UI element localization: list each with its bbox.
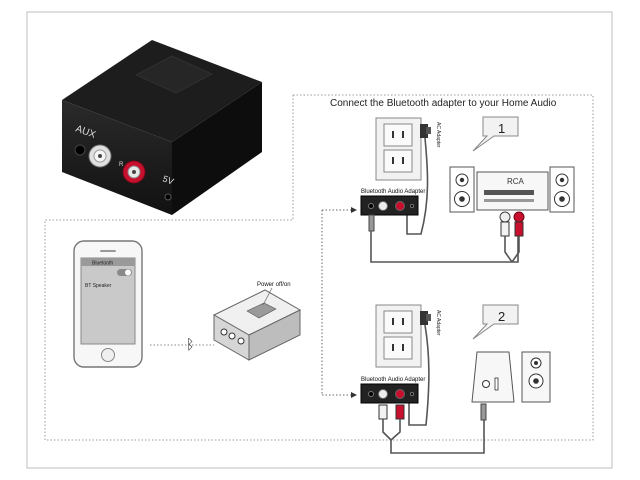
power-cable-1 — [406, 137, 429, 235]
phone-screen — [80, 257, 136, 345]
toggle-knob — [125, 269, 131, 276]
outlet-icon — [375, 117, 422, 181]
rca-plug-red-2 — [395, 404, 405, 420]
aux-port — [74, 144, 86, 156]
adapter-front — [62, 100, 172, 215]
bt-adapter-label-1: Bluetooth Audio Adapter — [361, 189, 425, 195]
rca-plug-white-1 — [500, 221, 510, 237]
phone-earpiece — [100, 250, 116, 252]
diagram-border — [26, 11, 613, 469]
power-port — [164, 193, 172, 201]
adapter-top-panel — [135, 55, 213, 94]
phone-icon: Bluetooth BT Speaker — [73, 240, 143, 368]
power-label-leader — [262, 287, 273, 306]
rca-white-jack — [88, 144, 112, 168]
rca-split-2 — [382, 419, 401, 441]
bluetooth-adapter-1 — [360, 195, 419, 216]
phone-home-button — [101, 348, 115, 362]
phone-titlebar — [81, 258, 135, 266]
route-arrows — [321, 207, 357, 398]
stereo-red-input — [513, 211, 525, 223]
adapter-top — [62, 40, 262, 142]
bluetooth-adapter-2 — [360, 383, 419, 404]
audio-cable-2 — [390, 420, 485, 454]
speaker-icon — [471, 351, 551, 403]
outlet-icon-2 — [375, 304, 422, 368]
stereo-icon — [449, 166, 575, 213]
power-button-label: Power off/on — [257, 282, 291, 288]
connection-panel-outline — [44, 94, 594, 441]
callout-box-2 — [472, 304, 519, 340]
rca-red-jack — [122, 160, 146, 184]
diagram-header: Connect the Bluetooth adapter to your Ho… — [330, 98, 557, 109]
rca-split-1 — [504, 236, 520, 263]
plug-icon — [420, 124, 431, 138]
phone-title: Bluetooth — [92, 261, 113, 267]
ac-adapter-label-1: AC Adapter — [435, 122, 441, 148]
aux-plug-1 — [368, 214, 375, 232]
rca-plug-red-1 — [514, 221, 524, 237]
bt-adapter-label-2: Bluetooth Audio Adapter — [361, 377, 425, 383]
power-label: 5V — [161, 173, 175, 186]
input-r-label: R — [119, 162, 124, 168]
rca-label: RCA — [507, 177, 525, 186]
active-speaker-left — [471, 351, 515, 403]
adapter-icon — [212, 289, 302, 361]
adapter-product-photo: AUX R 5V — [62, 40, 262, 215]
phone-device-label: BT Speaker — [85, 283, 112, 289]
bluetooth-icon: ᛒ — [186, 336, 194, 352]
power-cable-2 — [408, 324, 430, 426]
callout-box-1 — [472, 116, 519, 152]
plug-icon-2 — [420, 311, 431, 325]
rca-plug-white-2 — [378, 404, 388, 420]
adapter-side — [172, 82, 262, 215]
ac-adapter-label-2: AC Adapter — [435, 310, 441, 336]
aux-plug-2 — [480, 403, 487, 421]
power-button-icon — [246, 302, 277, 319]
callout-number-1: 1 — [498, 121, 505, 136]
stereo-white-input — [499, 211, 511, 223]
callout-number-2: 2 — [498, 309, 505, 324]
audio-cable-1 — [370, 231, 519, 263]
